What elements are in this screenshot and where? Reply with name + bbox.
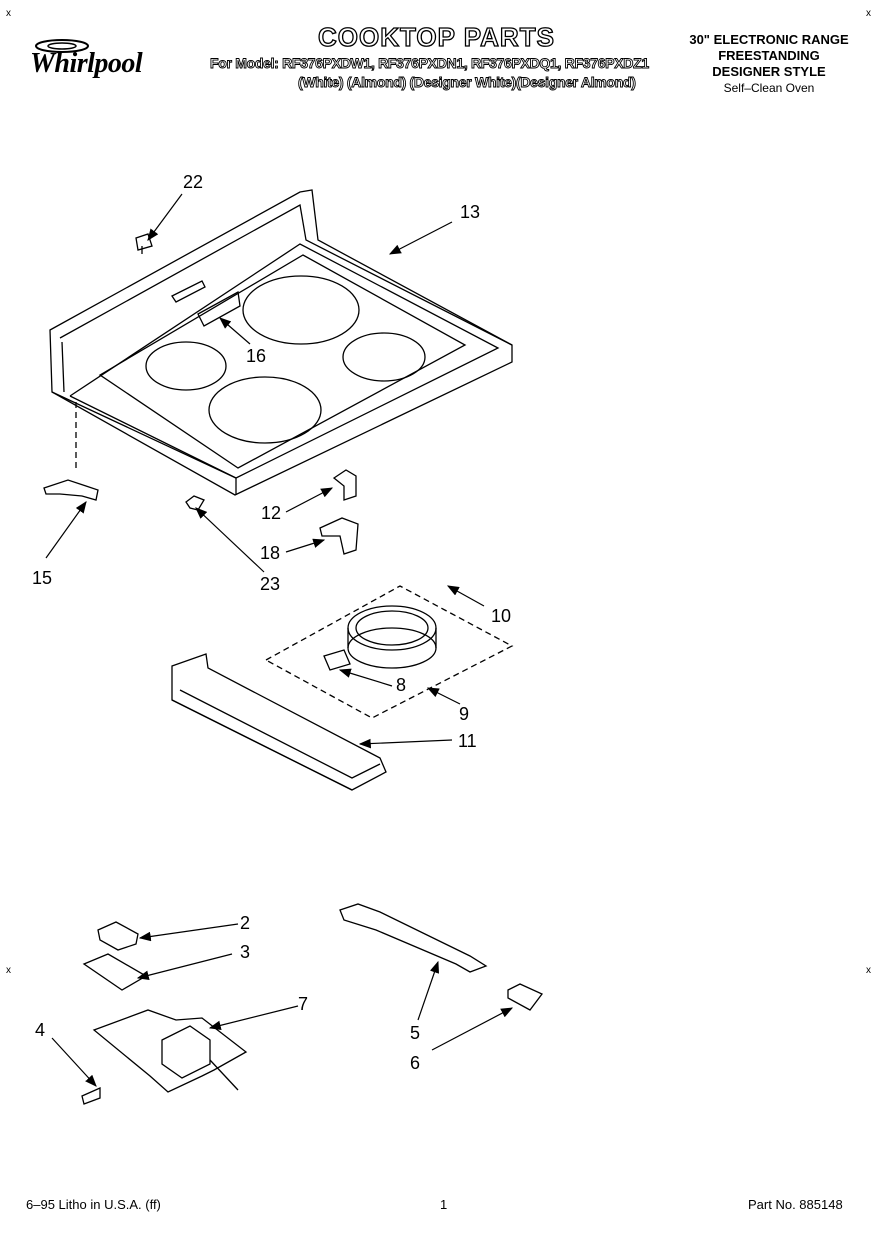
callout-7: 7 [298, 994, 309, 1014]
callout-23: 23 [260, 574, 281, 594]
part-8 [323, 649, 351, 671]
part-3 [82, 953, 148, 991]
brand-logo: Whirlpool [22, 38, 172, 82]
callout-11: 11 [458, 731, 477, 751]
page-title: COOKTOP PARTS [317, 21, 555, 52]
corner-mark: x [6, 965, 11, 976]
corner-mark: x [866, 8, 871, 19]
callout-5: 5 [410, 1023, 421, 1043]
callout-16: 16 [246, 346, 267, 366]
part-4 [81, 1086, 101, 1105]
callout-9: 9 [459, 704, 470, 724]
callout-12: 12 [261, 503, 282, 523]
model-colors: (White) (Almond) (Designer White)(Design… [298, 74, 637, 91]
logo-swoosh-icon [35, 39, 89, 53]
part-10-outline [264, 585, 514, 719]
callout-18: 18 [260, 543, 281, 563]
part-7-bracket [92, 1009, 248, 1093]
corner-mark: x [6, 8, 11, 19]
callout-15: 15 [32, 568, 53, 588]
callout-6: 6 [410, 1053, 421, 1073]
brand-name: Whirlpool [30, 48, 143, 79]
model-numbers: For Model: RF376PXDW1, RF376PXDN1, RF376… [210, 55, 650, 72]
part-18 [319, 517, 359, 555]
part-22 [135, 233, 153, 254]
part-12 [332, 469, 357, 501]
product-line-2: FREESTANDING [718, 48, 820, 63]
part-15 [43, 479, 99, 501]
part-2 [97, 921, 139, 951]
product-line-3: DESIGNER STYLE [712, 64, 826, 79]
footer-litho: 6–95 Litho in U.S.A. (ff) [26, 1197, 161, 1212]
cooktop-assembly-part [49, 189, 513, 496]
callout-3: 3 [240, 942, 251, 962]
callout-13: 13 [460, 202, 481, 222]
part-11-bracket [171, 653, 387, 791]
callout-10: 10 [491, 606, 512, 626]
product-line-4: Self–Clean Oven [723, 81, 815, 95]
product-line-1: 30" ELECTRONIC RANGE [689, 32, 849, 47]
product-description: 30" ELECTRONIC RANGE FREESTANDING DESIGN… [660, 32, 878, 96]
part-23 [185, 495, 205, 511]
part-16 [197, 290, 241, 327]
callout-4: 4 [35, 1020, 46, 1040]
callout-8: 8 [396, 675, 407, 695]
footer-page-number: 1 [440, 1197, 448, 1212]
footer-part-number: Part No. 885148 [748, 1197, 843, 1212]
callout-2: 2 [240, 913, 251, 933]
part-5 [339, 903, 488, 973]
part-6 [507, 983, 544, 1011]
corner-mark: x [866, 965, 871, 976]
callout-22: 22 [183, 172, 204, 192]
